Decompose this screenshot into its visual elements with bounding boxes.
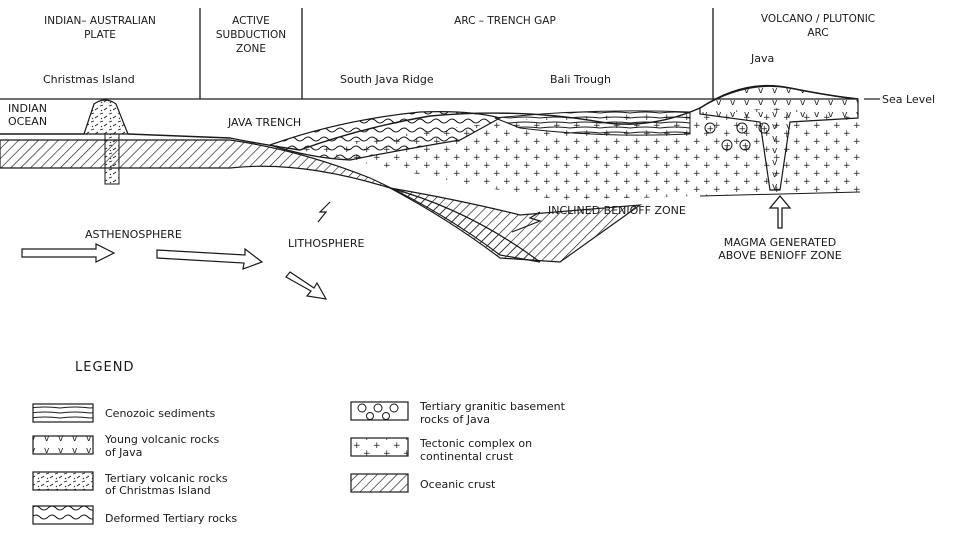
legend-item-tertiary-volcanic: Tertiary volcanic rocks of Christmas Isl… [33,472,228,497]
legend-item-tectonic-complex: Tectonic complex on continental crust [351,437,532,463]
svg-text:INDIAN: INDIAN [8,102,47,115]
label-java: Java [750,52,774,65]
svg-text:ACTIVE: ACTIVE [232,15,270,27]
svg-text:+: + [761,125,769,135]
legend-item-granitic-basement: Tertiary granitic basement rocks of Java [351,400,566,426]
label-asthenosphere: ASTHENOSPHERE [85,228,182,241]
zone-header-volcano: VOLCANO / PLUTONIC ARC [761,13,875,39]
legend-swatch [351,474,408,492]
label-inclined-benioff-zone: INCLINED BENIOFF ZONE [548,204,686,217]
legend-swatch [351,438,408,456]
label-java-trench: JAVA TRENCH [227,116,301,129]
svg-text:Tertiary granitic basement: Tertiary granitic basement [419,400,566,413]
mantle-flow-arrow-1 [22,244,114,262]
legend-swatch [33,506,93,524]
svg-text:Tectonic complex on: Tectonic complex on [419,437,532,450]
christmas-island-conduit [105,134,119,184]
label-magma-generated: MAGMA GENERATED ABOVE BENIOFF ZONE [718,236,842,262]
svg-text:Cenozoic sediments: Cenozoic sediments [105,407,216,420]
legend-swatch [33,404,93,422]
legend-swatch [33,472,93,490]
svg-text:Deformed Tertiary rocks: Deformed Tertiary rocks [105,512,237,525]
legend-swatch [33,436,93,454]
legend-item-oceanic-crust: Oceanic crust [351,474,496,492]
svg-text:MAGMA GENERATED: MAGMA GENERATED [724,236,837,249]
svg-text:+: + [724,142,732,152]
mantle-flow-arrow-2 [157,249,262,269]
legend-item-deformed-tertiary: Deformed Tertiary rocks [33,506,237,525]
svg-text:PLATE: PLATE [84,29,116,41]
svg-text:ZONE: ZONE [236,43,266,55]
label-sea-level: Sea Level [882,93,935,106]
label-bali-trough: Bali Trough [550,73,611,86]
oceanic-crust-wedge [390,188,640,262]
svg-text:of Christmas Island: of Christmas Island [105,484,211,497]
svg-text:continental crust: continental crust [420,450,514,463]
label-christmas-island: Christmas Island [43,73,135,86]
svg-text:ABOVE BENIOFF ZONE: ABOVE BENIOFF ZONE [718,249,842,262]
svg-text:of Java: of Java [105,446,142,459]
svg-text:SUBDUCTION: SUBDUCTION [216,29,286,41]
zone-header-plate: INDIAN– AUSTRALIAN PLATE [44,15,156,41]
label-indian-ocean: INDIAN OCEAN [8,102,47,128]
legend-item-cenozoic-sediments: Cenozoic sediments [33,404,216,422]
legend-item-young-volcanic: Young volcanic rocks of Java [33,433,219,459]
zone-header-arc-trench: ARC – TRENCH GAP [454,15,556,27]
label-lithosphere: LITHOSPHERE [288,237,365,250]
svg-text:+: + [739,125,747,135]
zone-header-subduction: ACTIVE SUBDUCTION ZONE [216,15,286,55]
svg-text:OCEAN: OCEAN [8,115,47,128]
svg-text:Oceanic crust: Oceanic crust [420,478,496,491]
mantle-flow-arrow-3 [286,272,326,299]
lithosphere-pointer [318,202,330,222]
svg-text:ARC: ARC [807,27,828,39]
christmas-island-volcano [84,100,128,134]
svg-text:rocks of Java: rocks of Java [420,413,490,426]
svg-text:+: + [742,142,750,152]
svg-text:+: + [707,125,715,135]
svg-text:VOLCANO / PLUTONIC: VOLCANO / PLUTONIC [761,13,875,25]
magma-up-arrow [770,196,790,228]
legend-title: LEGEND [75,360,134,375]
svg-text:INDIAN– AUSTRALIAN: INDIAN– AUSTRALIAN [44,15,156,27]
svg-text:Young volcanic rocks: Young volcanic rocks [104,433,219,446]
label-south-java-ridge: South Java Ridge [340,73,434,86]
